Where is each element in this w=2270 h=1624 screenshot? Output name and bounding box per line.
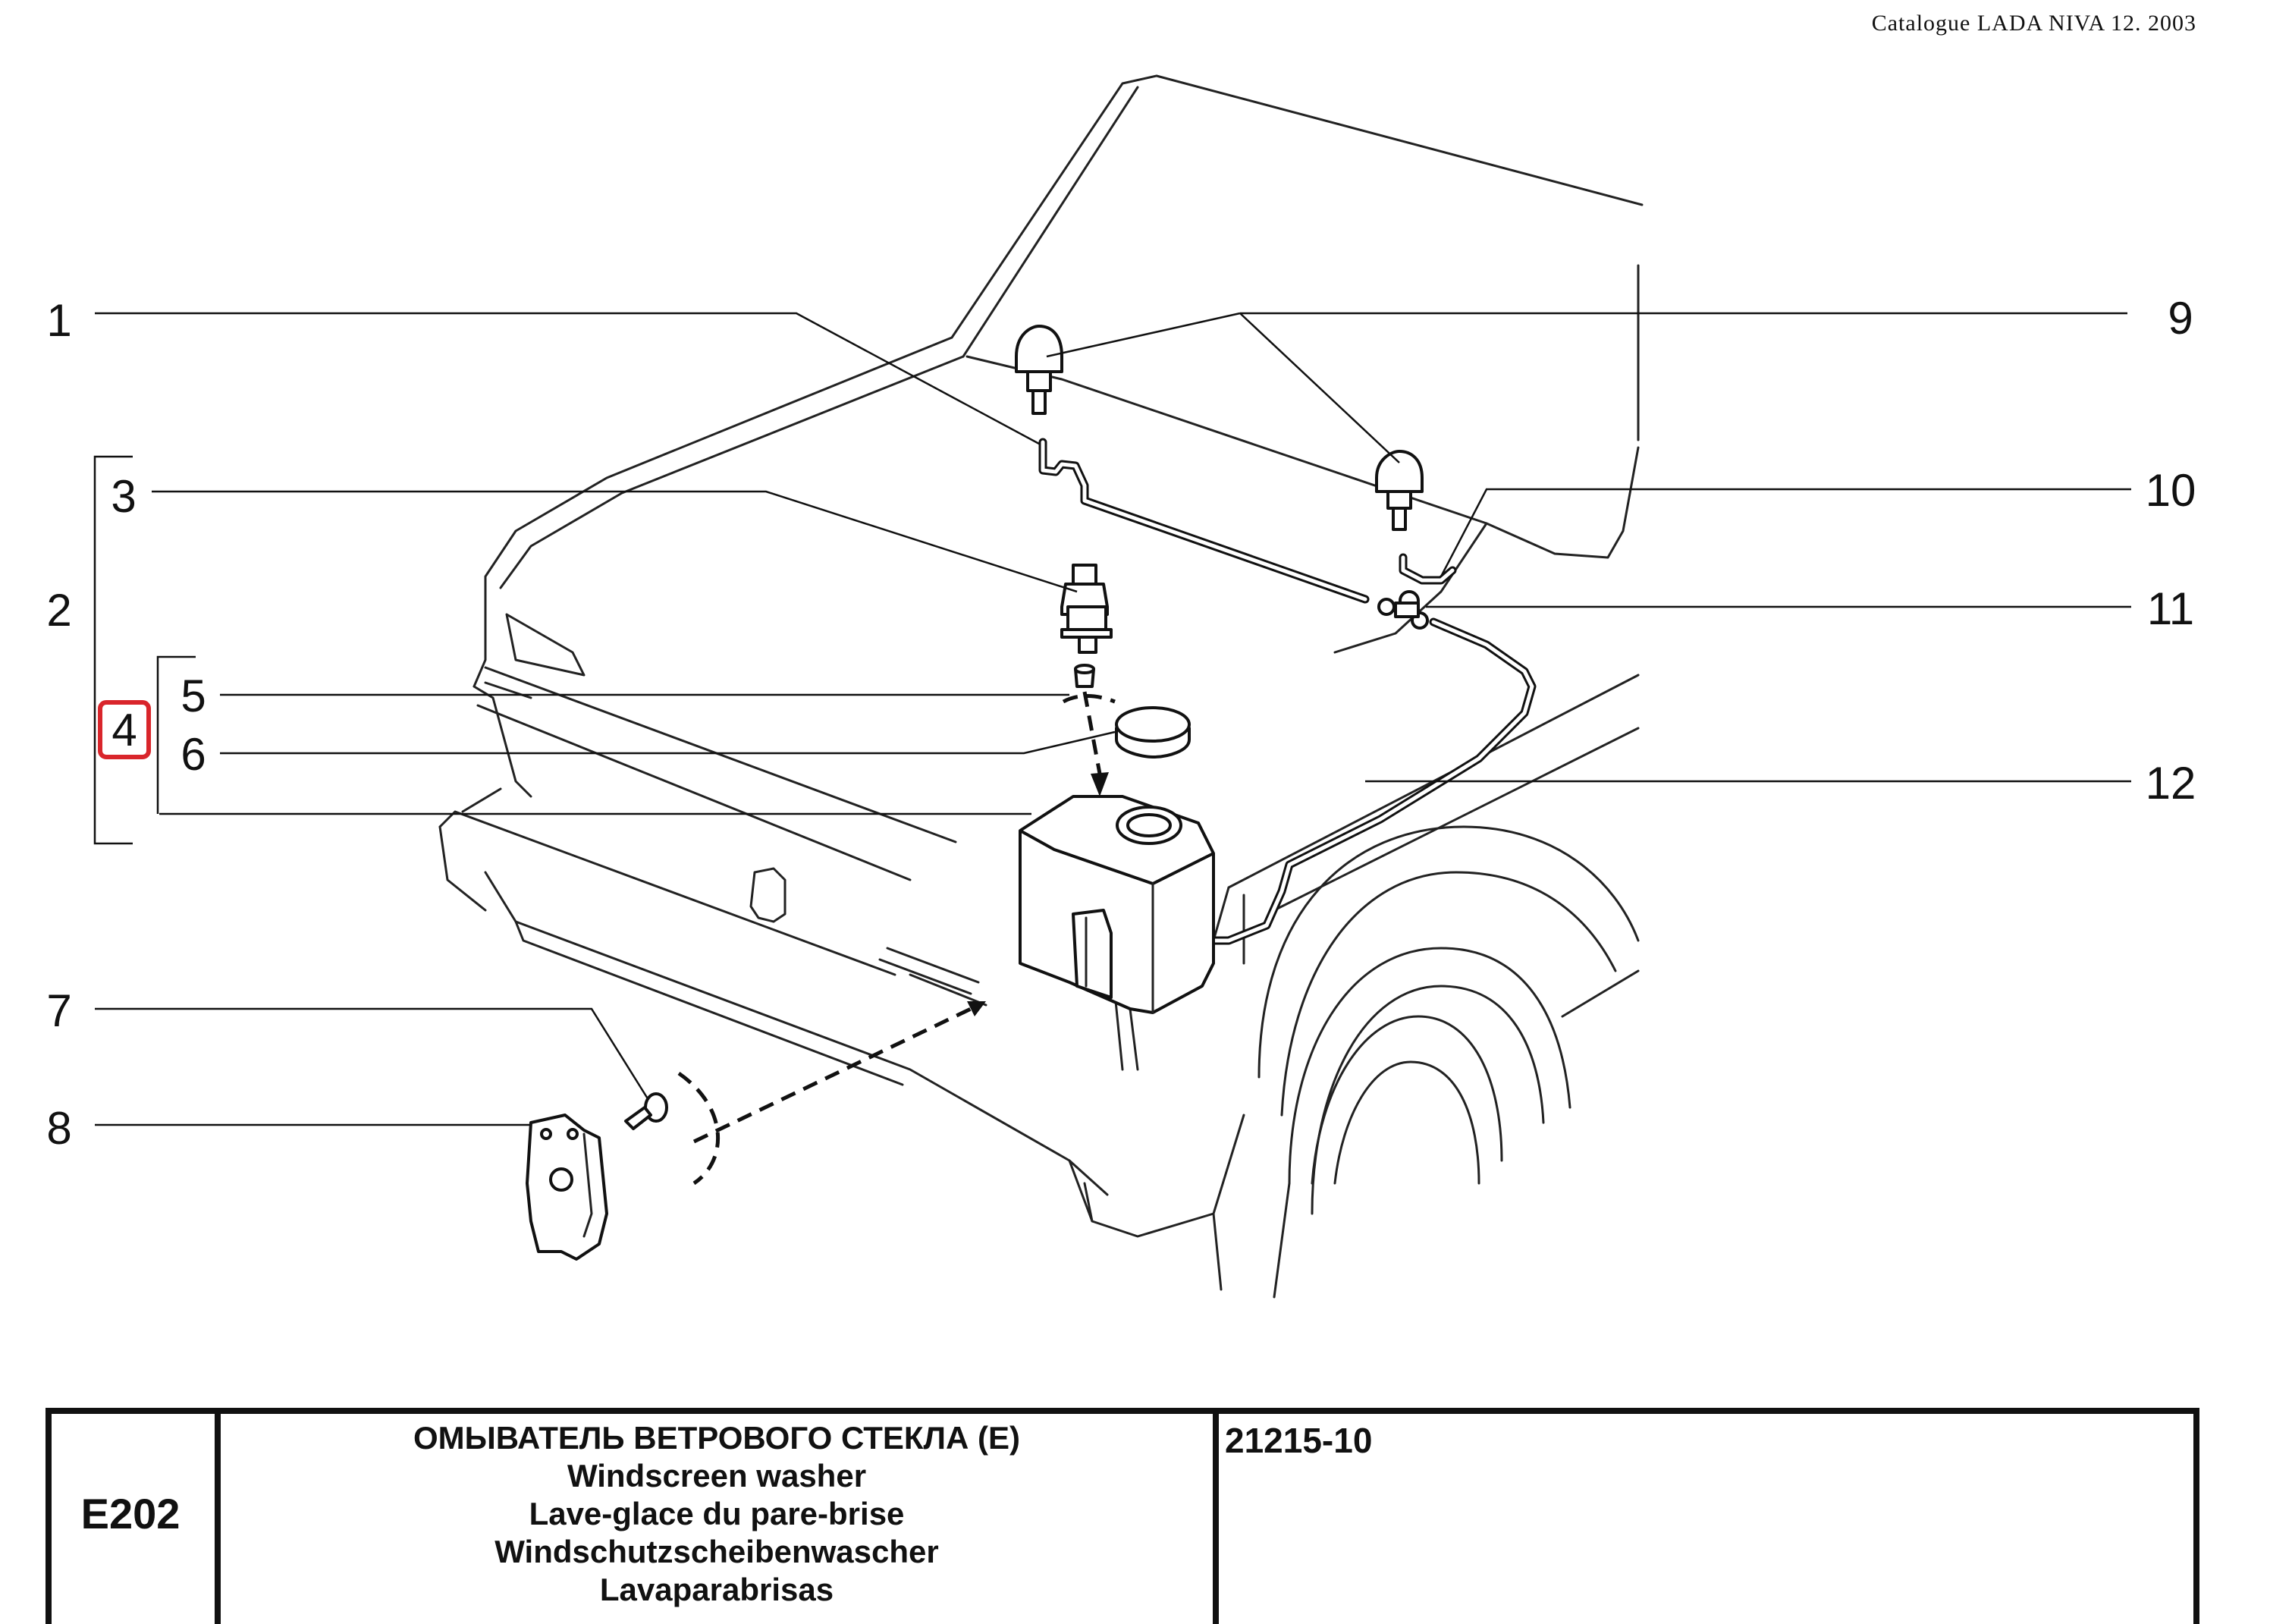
callout-5: 5 [181, 671, 206, 721]
mounting-bracket-icon [526, 1114, 608, 1261]
bolt-icon [624, 1092, 668, 1130]
callout-11: 11 [2147, 583, 2194, 634]
callout-9: 9 [2168, 293, 2193, 344]
callout-4: 4 [111, 705, 137, 755]
catalogue-header: Catalogue LADA NIVA 12. 2003 [1872, 11, 2196, 36]
assembly-arrows [677, 691, 1116, 1186]
title-block [46, 1408, 2199, 1624]
grommet-icon [1074, 664, 1095, 688]
model-number: 21215-10 [1225, 1421, 1372, 1460]
callout-4-highlight [98, 700, 151, 759]
callout-12: 12 [2146, 758, 2196, 809]
callout-7: 7 [46, 985, 71, 1036]
section-code: E202 [81, 1490, 181, 1538]
title-russian: ОМЫВАТЕЛЬ ВЕТРОВОГО СТЕКЛА (Е) [413, 1420, 1020, 1456]
callout-3: 3 [111, 471, 136, 522]
title-french: Lave-glace du pare-brise [529, 1496, 905, 1531]
washer-nozzle-icon [1015, 325, 1063, 415]
washer-pump-icon [1060, 564, 1113, 654]
tee-connector-icon [1377, 590, 1429, 630]
washer-nozzle-icon [1375, 450, 1424, 531]
washer-hose [1038, 438, 1537, 945]
reservoir-cap-icon [1115, 706, 1191, 759]
callout-1: 1 [46, 295, 71, 346]
washer-reservoir-icon [1019, 795, 1215, 1014]
title-german: Windschutzscheibenwascher [495, 1534, 938, 1569]
car-body-outline [438, 74, 1644, 1299]
leader-lines [93, 312, 2131, 1126]
callout-2: 2 [46, 585, 71, 636]
title-spanish: Lavaparabrisas [600, 1572, 834, 1607]
callout-8: 8 [46, 1103, 71, 1154]
title-english: Windscreen washer [567, 1458, 866, 1494]
callout-10: 10 [2146, 465, 2196, 516]
callout-6: 6 [181, 729, 206, 780]
